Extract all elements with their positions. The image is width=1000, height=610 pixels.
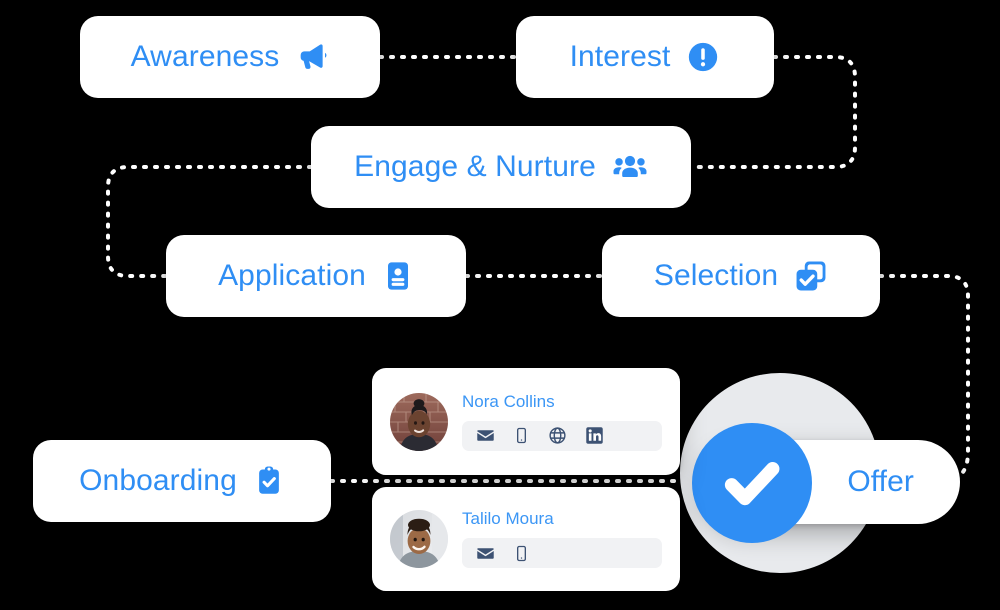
connector-interest-engage: [689, 55, 857, 169]
mobile-icon[interactable]: [513, 545, 530, 562]
connector-engage-application: [106, 165, 313, 278]
stage-label-interest: Interest: [569, 40, 671, 73]
candidate-card-talilo[interactable]: Talilo Moura: [372, 487, 680, 591]
contact-icon-bar: [462, 420, 662, 451]
stage-card-awareness[interactable]: Awareness: [80, 16, 380, 98]
stage-label-application: Application: [218, 259, 366, 292]
stage-label-onboarding: Onboarding: [79, 464, 237, 497]
clipboard-check-icon: [253, 465, 285, 497]
exclamation-circle-icon: [686, 40, 720, 74]
stage-card-onboarding[interactable]: Onboarding: [33, 440, 331, 522]
stage-label-offer: Offer: [847, 465, 914, 498]
stage-label-selection: Selection: [653, 259, 779, 292]
stage-card-engage-nurture[interactable]: Engage & Nurture: [311, 126, 691, 208]
people-group-icon: [612, 149, 648, 185]
website-icon[interactable]: [548, 426, 567, 445]
megaphone-icon: [295, 40, 329, 74]
email-icon[interactable]: [476, 544, 495, 563]
id-badge-icon: [382, 260, 414, 292]
check-circle-icon: [692, 423, 812, 543]
candidate-card-nora[interactable]: Nora Collins: [372, 368, 680, 475]
linkedin-icon[interactable]: [585, 426, 604, 445]
candidate-name: Nora Collins: [462, 391, 555, 411]
mobile-icon[interactable]: [513, 427, 530, 444]
avatar: [390, 510, 448, 568]
stage-card-selection[interactable]: Selection: [602, 235, 880, 317]
contact-icon-bar: [462, 538, 662, 568]
stage-label-engage-nurture: Engage & Nurture: [354, 150, 596, 183]
stage-card-application[interactable]: Application: [166, 235, 466, 317]
checkbox-stack-icon: [794, 259, 828, 293]
stage-label-awareness: Awareness: [130, 40, 280, 73]
email-icon[interactable]: [476, 426, 495, 445]
avatar: [390, 392, 448, 451]
candidate-name: Talilo Moura: [462, 509, 554, 528]
stage-card-interest[interactable]: Interest: [516, 16, 774, 98]
